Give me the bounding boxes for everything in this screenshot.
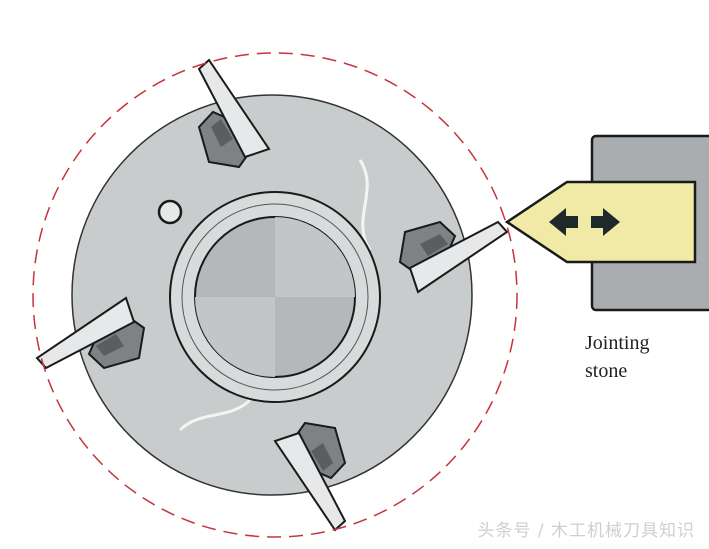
- arrow-right-icon: [591, 208, 620, 236]
- label-jointing: Jointing: [585, 332, 650, 354]
- pin-hole: [157, 199, 183, 225]
- watermark: 头条号 / 木工机械刀具知识: [477, 521, 695, 541]
- arrow-left-icon: [549, 208, 578, 236]
- label-stone: stone: [585, 360, 628, 382]
- cutting-circle: [32, 52, 518, 538]
